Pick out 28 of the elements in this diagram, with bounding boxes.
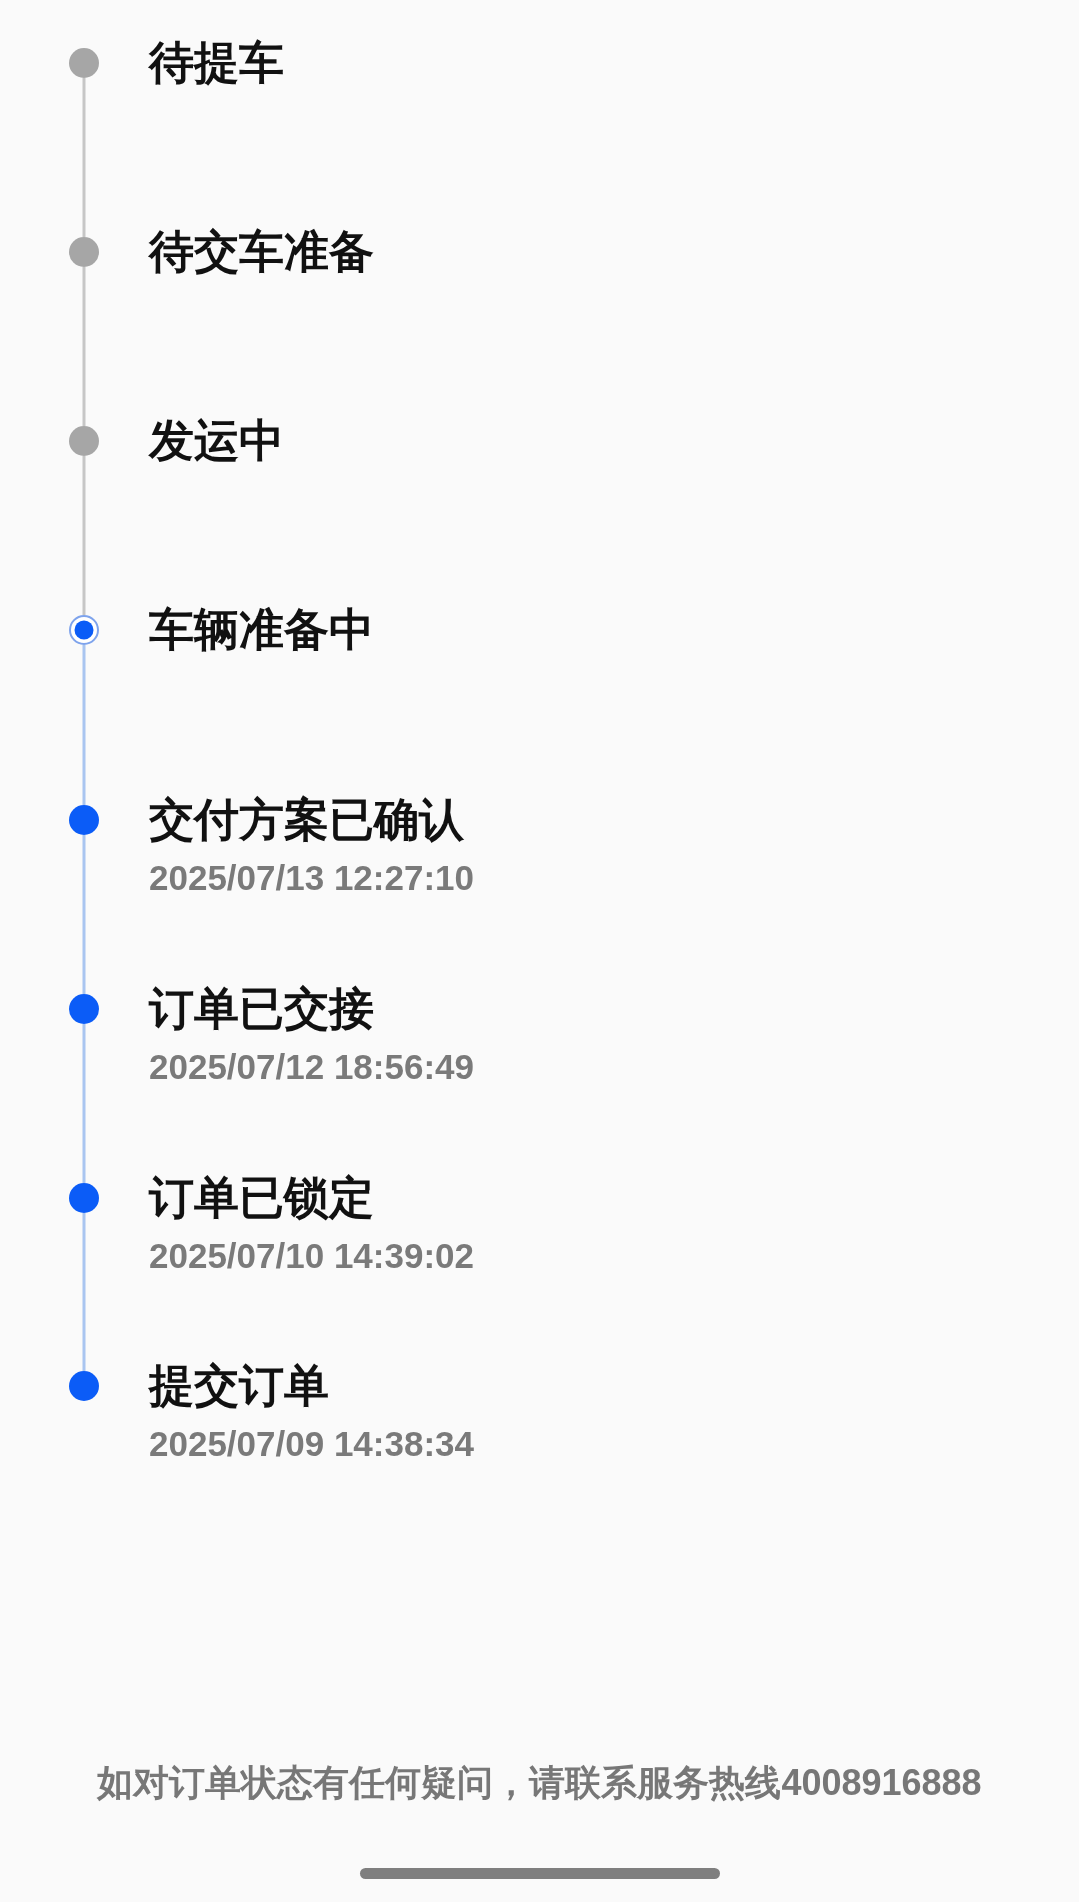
status-title: 发运中: [149, 415, 284, 467]
timestamp: 2025/07/10 14:39:02: [149, 1236, 474, 1276]
status-dot: [69, 48, 99, 78]
status-dot: [69, 1183, 99, 1213]
timeline-line: [82, 1024, 86, 1183]
timeline-line: [82, 645, 86, 805]
status-title: 车辆准备中: [149, 604, 374, 656]
timestamp: 2025/07/09 14:38:34: [149, 1424, 474, 1464]
current-status-dot: [69, 615, 99, 645]
status-title: 交付方案已确认: [149, 794, 464, 846]
status-dot: [69, 426, 99, 456]
status-title: 待提车: [149, 37, 284, 89]
timestamp: 2025/07/13 12:27:10: [149, 858, 474, 898]
timeline-line: [82, 78, 86, 237]
status-dot: [69, 805, 99, 835]
status-dot: [69, 1371, 99, 1401]
timeline-line: [82, 267, 86, 426]
timeline-line: [82, 835, 86, 994]
timeline-line: [82, 1213, 86, 1371]
status-title: 订单已交接: [149, 983, 374, 1035]
status-title: 待交车准备: [149, 226, 374, 278]
status-title: 提交订单: [149, 1360, 329, 1412]
timestamp: 2025/07/12 18:56:49: [149, 1047, 474, 1087]
hotline-note: 如对订单状态有任何疑问，请联系服务热线4008916888: [97, 1762, 982, 1803]
status-dot: [69, 994, 99, 1024]
status-title: 订单已锁定: [149, 1172, 374, 1224]
timeline-line: [82, 456, 86, 615]
status-dot: [69, 237, 99, 267]
